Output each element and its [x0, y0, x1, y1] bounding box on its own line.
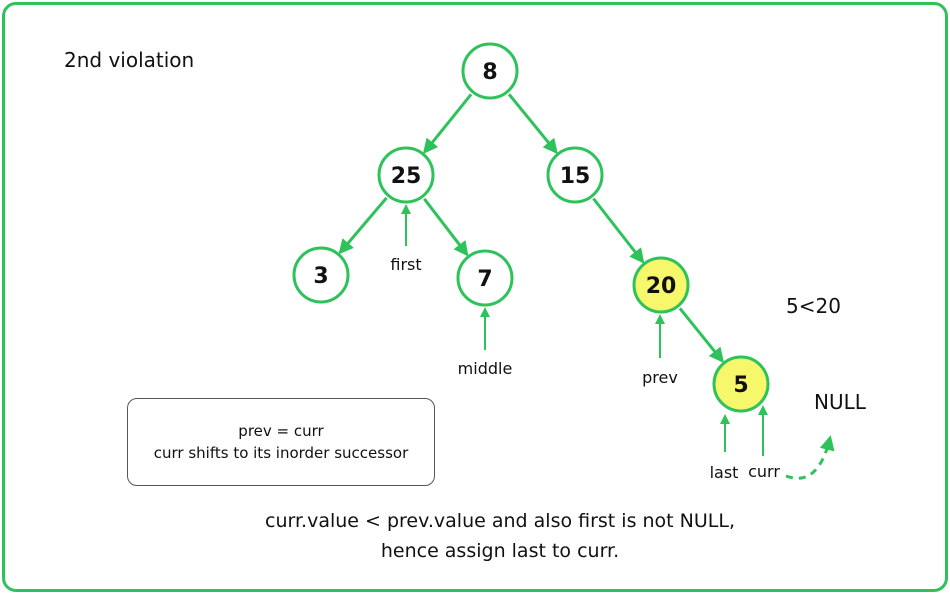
edges [338, 93, 725, 363]
caption-line-1: curr.value < prev.value and also first i… [265, 510, 735, 532]
node-value: 3 [313, 264, 328, 289]
diagram-title: 2nd violation [64, 48, 195, 72]
node-value: 15 [560, 164, 591, 189]
null-label: NULL [814, 390, 866, 414]
tree-node-8: 8 [461, 42, 519, 100]
edge-n25-n3 [338, 196, 388, 255]
caption: curr.value < prev.value and also first i… [150, 506, 850, 566]
node-circle [456, 249, 514, 307]
node-value: 25 [391, 164, 422, 189]
edge-n8-n25 [422, 93, 473, 154]
node-value: 20 [646, 274, 677, 299]
node-value: 5 [733, 373, 748, 398]
edge-n20-n5 [678, 307, 725, 363]
note-line-1: prev = curr [238, 422, 324, 440]
tree-node-3: 3 [292, 246, 350, 304]
nodes: 8 25 15 3 7 20 5 [292, 42, 770, 413]
first-pointer-label: first [390, 255, 421, 274]
tree-node-7: 7 [456, 249, 514, 307]
edge-n25-n7 [423, 197, 469, 257]
node-circle [546, 146, 604, 204]
note-line-2: curr shifts to its inorder successor [153, 444, 409, 462]
node-circle [632, 256, 690, 314]
prev-pointer-label: prev [642, 368, 678, 387]
edge-n8-n15 [507, 93, 558, 155]
node-value: 7 [477, 267, 492, 292]
last-pointer-label: last [710, 463, 739, 482]
tree-node-20: 20 [632, 256, 690, 314]
node-circle [712, 355, 770, 413]
pointers: first middle prev last curr [390, 204, 780, 482]
middle-pointer-label: middle [458, 359, 513, 378]
tree-node-5: 5 [712, 355, 770, 413]
explanation-note: prev = curr curr shifts to its inorder s… [127, 398, 435, 486]
caption-line-2: hence assign last to curr. [380, 540, 620, 562]
node-circle [292, 246, 350, 304]
node-value: 8 [482, 60, 497, 85]
curr-pointer-label: curr [748, 462, 780, 481]
curr-to-null-arrow [785, 435, 835, 480]
comparison-label: 5<20 [786, 294, 841, 318]
node-circle [377, 146, 435, 204]
edge-n15-n20 [592, 197, 645, 264]
node-circle [461, 42, 519, 100]
tree-node-15: 15 [546, 146, 604, 204]
tree-node-25: 25 [377, 146, 435, 204]
